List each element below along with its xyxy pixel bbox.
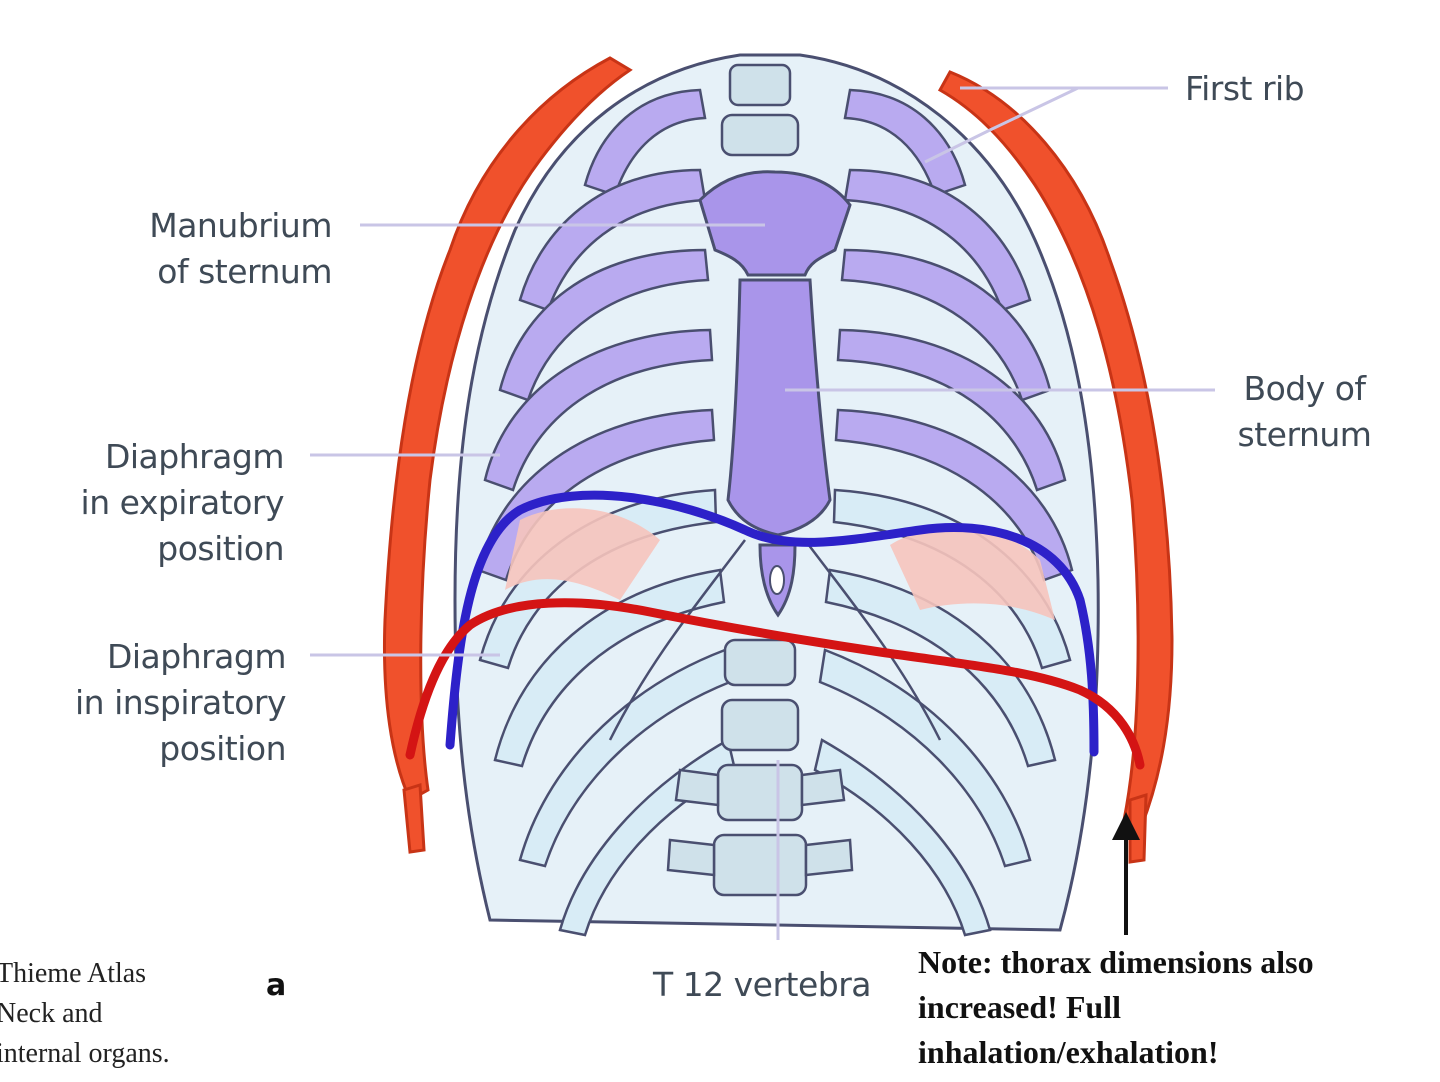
label-diaphragm-inspiratory: Diaphragm in inspiratory position <box>60 634 286 772</box>
label-inspiratory-line-1: Diaphragm <box>60 634 286 680</box>
source-credit: Thieme Atlas Neck and internal organs. <box>0 954 246 1074</box>
vertebra-t11 <box>722 700 798 750</box>
label-inspiratory-line-3: position <box>60 726 286 772</box>
label-manubrium: Manubrium of sternum <box>120 203 332 295</box>
note-line-3: inhalation/exhalation! <box>918 1030 1428 1075</box>
label-expiratory-line-1: Diaphragm <box>60 434 284 480</box>
label-diaphragm-expiratory: Diaphragm in expiratory position <box>60 434 284 572</box>
label-body-line-2: sternum <box>1222 412 1387 458</box>
note-line-2: increased! Full <box>918 985 1428 1030</box>
t12-transverse-left <box>676 770 718 805</box>
credit-line-1: Thieme Atlas <box>0 954 246 994</box>
label-t12-vertebra: T 12 vertebra <box>653 962 871 1008</box>
t12-transverse-right <box>802 770 844 805</box>
label-expiratory-line-2: in expiratory <box>60 480 284 526</box>
credit-line-3: internal organs. <box>0 1034 246 1074</box>
panel-letter: a <box>266 968 286 1003</box>
label-manubrium-line-2: of sternum <box>120 249 332 295</box>
label-body-of-sternum: Body of sternum <box>1222 366 1387 458</box>
label-inspiratory-line-2: in inspiratory <box>60 680 286 726</box>
label-first-rib: First rib <box>1185 66 1304 112</box>
vertebra-t1 <box>722 115 798 155</box>
note-text: Note: thorax dimensions also increased! … <box>918 940 1428 1075</box>
label-manubrium-line-1: Manubrium <box>120 203 332 249</box>
l1-transverse-right <box>806 840 852 875</box>
vertebra-t10 <box>725 640 795 685</box>
vertebra-c7 <box>730 65 790 105</box>
vertebra-l1 <box>714 835 806 895</box>
note-line-1: Note: thorax dimensions also <box>918 940 1428 985</box>
credit-line-2: Neck and <box>0 994 246 1034</box>
left-lower-muscle-fragment <box>404 785 424 852</box>
vertebra-t12 <box>718 765 802 820</box>
label-body-line-1: Body of <box>1222 366 1387 412</box>
label-expiratory-line-3: position <box>60 526 284 572</box>
l1-transverse-left <box>668 840 714 875</box>
xiphoid-foramen <box>770 566 784 594</box>
